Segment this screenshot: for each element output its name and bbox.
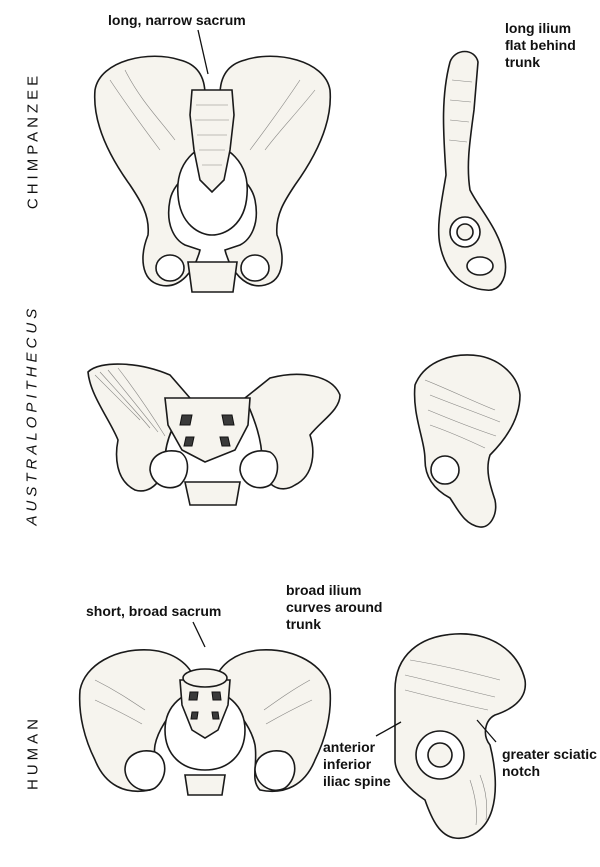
label-human-aiis: anterior inferior iliac spine bbox=[323, 739, 391, 789]
chimp-ilium-side bbox=[437, 50, 507, 291]
label-chimp-ilium: long ilium flat behind trunk bbox=[505, 20, 576, 70]
label-chimp-sacrum: long, narrow sacrum bbox=[108, 12, 246, 28]
label-human-sciatic: greater sciatic notch bbox=[502, 746, 597, 779]
human-pelvis-front bbox=[78, 649, 332, 796]
human-ilium-side bbox=[394, 633, 526, 839]
leader-human-aiis bbox=[375, 721, 402, 737]
australopithecus-pelvis-front bbox=[87, 363, 341, 506]
leader-human-sciatic bbox=[476, 719, 497, 743]
leader-chimp-sacrum bbox=[197, 29, 209, 75]
label-human-sacrum: short, broad sacrum bbox=[86, 603, 222, 619]
chimp-pelvis-front bbox=[93, 55, 332, 293]
label-human-ilium: broad ilium curves around trunk bbox=[286, 582, 383, 632]
australopithecus-ilium-side bbox=[413, 354, 521, 528]
leader-human-sacrum bbox=[192, 621, 206, 648]
